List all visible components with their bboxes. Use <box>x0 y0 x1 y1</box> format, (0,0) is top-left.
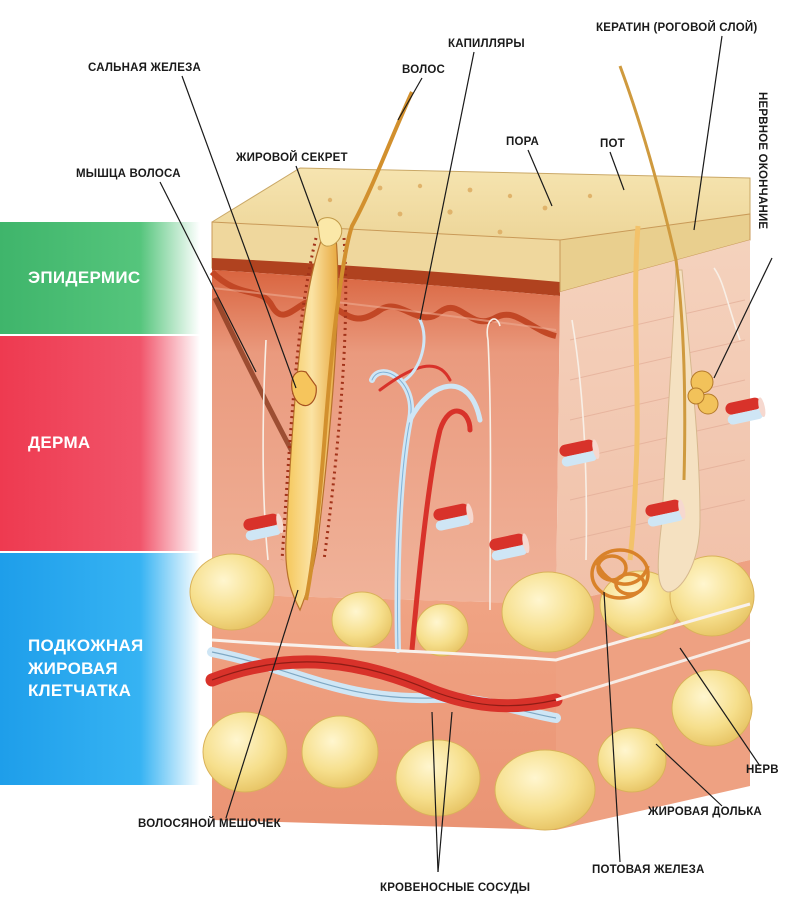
hypodermis-label-line1: ПОДКОЖНАЯ <box>28 635 144 655</box>
sweat-duct <box>627 225 641 561</box>
label-hair: ВОЛОС <box>402 64 445 76</box>
epidermis-band: ЭПИДЕРМИС <box>0 222 200 334</box>
label-hair-muscle: МЫШЦА ВОЛОСА <box>76 168 181 180</box>
sweat-gland-coil <box>590 548 650 600</box>
hair-shaft <box>304 91 414 601</box>
label-sweat-gland: ПОТОВАЯ ЖЕЛЕЗА <box>592 864 705 876</box>
label-nerve-ending: НЕРВНОЕ ОКОНЧАНИЕ <box>756 92 768 230</box>
label-fat-lobule: ЖИРОВАЯ ДОЛЬКА <box>648 806 762 818</box>
epidermis-label: ЭПИДЕРМИС <box>28 267 141 287</box>
dermis-side <box>556 240 750 604</box>
hair-follicle <box>285 237 339 612</box>
basal-layer <box>212 258 560 296</box>
label-hair-follicle: ВОЛОСЯНОЙ МЕШОЧЕК <box>138 818 281 830</box>
dermis-band: ДЕРМА <box>0 336 200 551</box>
label-blood-vessels: КРОВЕНОСНЫЕ СОСУДЫ <box>380 882 531 894</box>
follicle-dotted-sheath <box>280 237 348 561</box>
nerve-line <box>211 602 751 662</box>
leader-lines <box>159 35 773 873</box>
dermal-papillae <box>209 269 557 339</box>
label-sweat: ПОТ <box>600 138 625 150</box>
label-capillaries: КАПИЛЛЯРЫ <box>448 38 525 50</box>
label-keratin: КЕРАТИН (РОГОВОЙ СЛОЙ) <box>596 22 758 34</box>
label-sebum: ЖИРОВОЙ СЕКРЕТ <box>236 152 348 164</box>
dermis-label: ДЕРМА <box>28 433 91 453</box>
main-blood-vessels <box>205 638 751 723</box>
label-nerve: НЕРВ <box>746 764 779 776</box>
label-pore: ПОРА <box>506 136 539 148</box>
capillaries <box>369 318 483 653</box>
fat-lobules <box>189 553 755 831</box>
hypodermis-label-line3: КЛЕТЧАТКА <box>28 681 132 701</box>
vessel-stubs <box>243 397 766 561</box>
hypodermis-band: ПОДКОЖНАЯ ЖИРОВАЯ КЛЕТЧАТКА <box>0 553 200 785</box>
nerve-ending-bulb <box>687 370 719 415</box>
label-sebaceous-gland: САЛЬНАЯ ЖЕЛЕЗА <box>88 62 201 74</box>
sebaceous-gland <box>291 370 317 407</box>
sebum-drop <box>317 217 343 247</box>
right-hair-shaft <box>618 65 687 481</box>
hypodermis-label-line2: ЖИРОВАЯ <box>28 658 118 678</box>
